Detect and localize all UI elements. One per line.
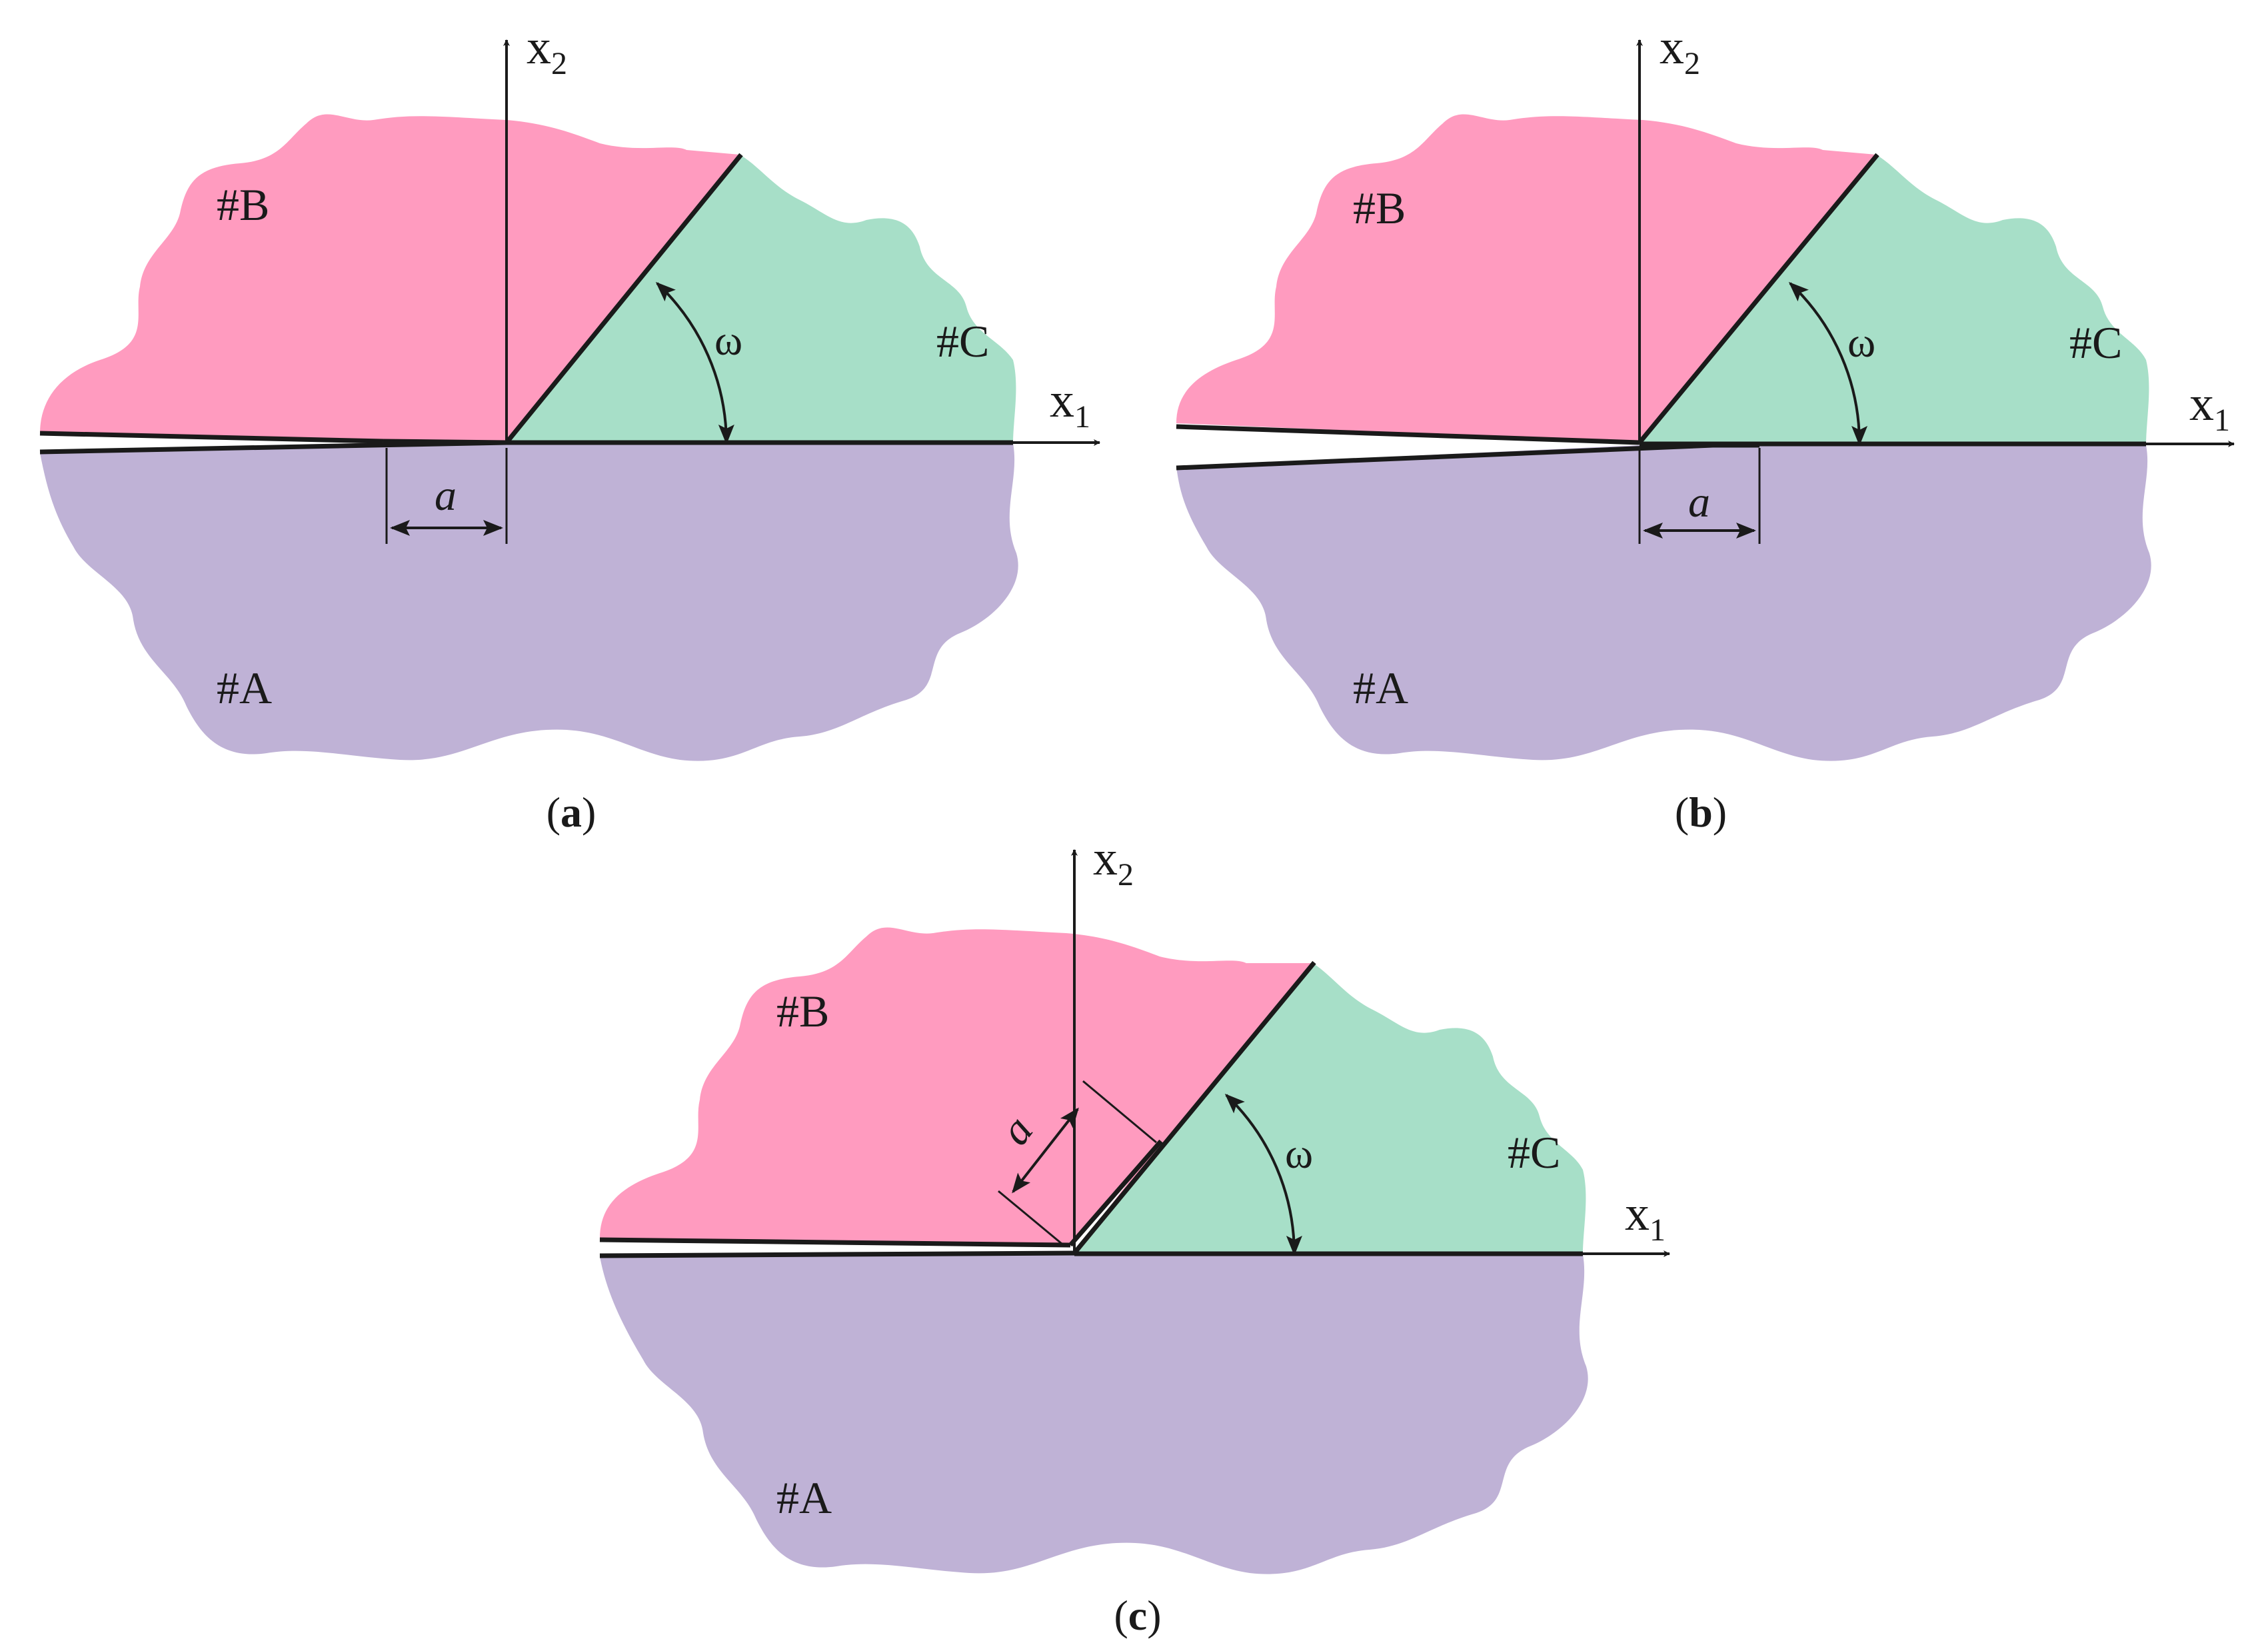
x1-label: x1 [1625, 1186, 1666, 1248]
label-material-a: #A [776, 1472, 832, 1523]
interface-bc [1638, 153, 1879, 445]
dim-upper-ext [1082, 1080, 1157, 1144]
panel-b: #B #C #A ω a x1 x2 (b) [1176, 20, 2235, 836]
x2-label: x2 [1093, 831, 1134, 892]
crack-upper-face [1176, 424, 1640, 445]
crack [1176, 427, 1640, 468]
label-material-b: #B [217, 179, 269, 230]
crack-lower-face [39, 440, 507, 455]
material-b-region [1176, 114, 1876, 443]
dim-label: a [435, 471, 457, 520]
crack-upper-face [39, 431, 384, 444]
crack-lower-face [599, 1250, 1075, 1258]
panel-caption-b: (b) [1675, 789, 1727, 836]
x2-label: x2 [1660, 20, 1700, 81]
label-material-b: #B [776, 986, 829, 1036]
panel-caption-a: (a) [547, 789, 596, 836]
dim-arrow [1012, 1107, 1079, 1194]
angle-arc [655, 281, 734, 445]
material-c-region [1073, 963, 1586, 1254]
material-a-region [600, 1254, 1588, 1574]
label-material-b: #B [1353, 183, 1406, 233]
material-b-region [40, 114, 740, 444]
material-c-region [507, 155, 1016, 443]
interface-bc [1072, 960, 1316, 1255]
panel-a: #B #C #A ω a x1 x2 (a) [39, 20, 1100, 836]
crack-upper-face [599, 1237, 1071, 1248]
x1-label: x1 [2189, 377, 2230, 438]
material-a-region [40, 443, 1018, 761]
label-material-c: #C [2069, 317, 2122, 368]
dim-label: a [1688, 478, 1710, 527]
x1-label: x1 [1050, 373, 1090, 435]
crack [600, 1141, 1160, 1254]
crack-lower-face [1176, 443, 1713, 471]
crack-kink-face [1068, 1139, 1163, 1247]
angle-arc [1788, 281, 1868, 446]
crack [40, 433, 383, 452]
label-material-a: #A [217, 663, 272, 713]
angle-label: ω [714, 317, 742, 364]
angle-arc [1224, 1093, 1302, 1256]
interface-bc [505, 153, 743, 445]
panel-c: #B #C #A ω a x1 x2 (c) [599, 831, 1670, 1639]
label-material-c: #C [936, 316, 989, 367]
panel-caption-c: (c) [1114, 1592, 1161, 1639]
angle-label: ω [1847, 319, 1875, 366]
material-a-region [1176, 445, 2151, 761]
x2-label: x2 [527, 20, 567, 81]
material-c-region [1640, 155, 2149, 445]
label-material-a: #A [1353, 663, 1408, 713]
label-material-c: #C [1508, 1127, 1560, 1178]
angle-label: ω [1285, 1130, 1313, 1177]
interface-ab [383, 439, 507, 445]
dim-lower-ext [998, 1190, 1066, 1248]
